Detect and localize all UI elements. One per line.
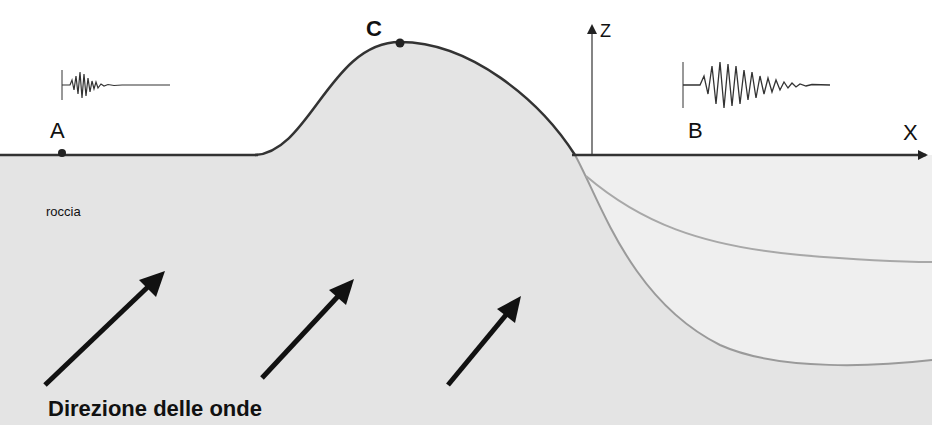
point-label: A (50, 120, 65, 142)
wave-arrowhead (497, 296, 521, 323)
material-label: roccia (46, 205, 81, 218)
seismogram-a (62, 72, 170, 98)
point-label: C (366, 18, 382, 40)
point-a (58, 149, 66, 157)
z-axis (591, 26, 592, 155)
wave-arrow (262, 292, 342, 378)
wave-arrow (45, 283, 152, 385)
hill-profile (255, 42, 575, 155)
rock-region (0, 42, 932, 425)
x-axis (572, 154, 926, 157)
basin-layer-boundary (586, 176, 932, 262)
caption-label: Direzione delle onde (48, 398, 262, 420)
wave-arrow (448, 310, 510, 385)
wave-arrowhead (329, 279, 354, 305)
basin-fill (575, 155, 932, 365)
seismogram-b (683, 62, 830, 108)
point-c (396, 39, 405, 48)
axis-label: Z (600, 22, 611, 40)
seismogram-axis (62, 70, 63, 100)
point-label: B (688, 120, 703, 142)
basin-outer-boundary (575, 155, 932, 365)
axis-label: X (903, 122, 918, 144)
ground-line (0, 154, 258, 157)
wave-arrowhead (139, 271, 165, 297)
